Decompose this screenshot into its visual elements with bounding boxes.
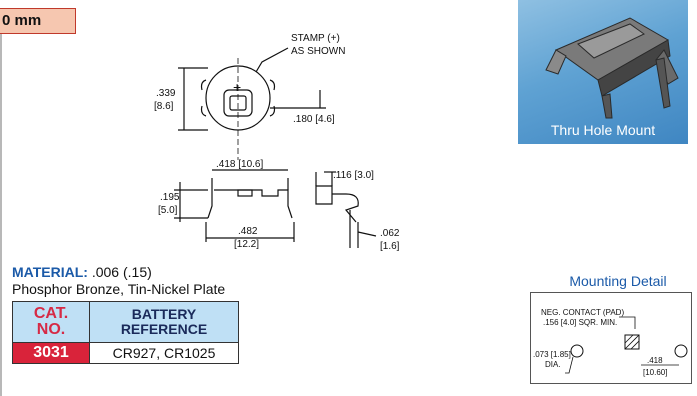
neg-contact-line2: .156 [4.0] SQR. MIN.	[543, 318, 617, 327]
mounting-detail-title: Mounting Detail	[569, 273, 667, 289]
material-spec: MATERIAL: .006 (.15) Phosphor Bronze, Ti…	[12, 264, 225, 298]
end-view-tab	[332, 193, 359, 223]
mounting-diagram: NEG. CONTACT (PAD) .156 [4.0] SQR. MIN. …	[533, 308, 688, 377]
stamp-leader	[255, 47, 289, 73]
holder-image	[545, 17, 679, 119]
spacing-value: .418	[647, 356, 663, 365]
dim-062-mm: [1.6]	[380, 241, 400, 252]
stamp-note-line2: AS SHOWN	[291, 46, 345, 57]
photo-caption: Thru Hole Mount	[550, 122, 656, 138]
battery-reference-cell: CR927, CR1025	[89, 342, 239, 364]
dim-062: .062	[380, 228, 400, 239]
material-label: MATERIAL:	[12, 264, 88, 280]
catalog-table: CAT. NO. BATTERY REFERENCE 3031 CR927, C…	[12, 301, 239, 364]
dim-418: .418 [10.6]	[216, 159, 263, 170]
dim-339: .339	[156, 88, 176, 99]
side-view-body	[207, 189, 293, 219]
mounting-detail-box: NEG. CONTACT (PAD) .156 [4.0] SQR. MIN. …	[530, 292, 692, 384]
technical-drawing: STAMP (+) AS SHOWN + .339 [8.6] .180 [4.…	[154, 33, 400, 252]
side-rule	[0, 34, 2, 396]
dim-195-mm: [5.0]	[158, 205, 178, 216]
holder-tab-upper	[200, 79, 276, 91]
dia-value: .073 [1.85]	[533, 350, 571, 359]
neg-contact-pad	[624, 334, 640, 350]
dim-339-mm: [8.6]	[154, 101, 174, 112]
plus-sign: +	[233, 79, 241, 95]
material-description: Phosphor Bronze, Tin-Nickel Plate	[12, 281, 226, 297]
material-thickness: .006 (.15)	[91, 264, 152, 280]
left-hole	[570, 344, 584, 358]
table-header-row: CAT. NO. BATTERY REFERENCE	[12, 301, 239, 343]
side-view-slot	[237, 189, 253, 197]
header-cat-no: CAT. NO.	[12, 301, 90, 343]
table-row: 3031 CR927, CR1025	[12, 342, 239, 364]
dim-482-mm: [12.2]	[234, 239, 259, 250]
dim-116: .116 [3.0]	[333, 170, 374, 181]
spacing-mm: [10.60]	[643, 368, 667, 377]
product-photo: Thru Hole Mount	[518, 0, 688, 144]
cat-no-cell: 3031	[12, 342, 90, 364]
right-hole	[674, 344, 688, 358]
holder-tab-lower	[200, 105, 276, 117]
neg-contact-line1: NEG. CONTACT (PAD)	[541, 308, 624, 317]
dim-482: .482	[238, 226, 258, 237]
stamp-note-line1: STAMP (+)	[291, 33, 340, 44]
dim-195: .195	[160, 192, 180, 203]
end-view-body	[315, 185, 333, 205]
dia-label: DIA.	[545, 360, 561, 369]
size-tab: 0 mm	[0, 8, 76, 34]
header-battery-reference: BATTERY REFERENCE	[89, 301, 239, 343]
dim-180: .180 [4.6]	[293, 114, 335, 125]
